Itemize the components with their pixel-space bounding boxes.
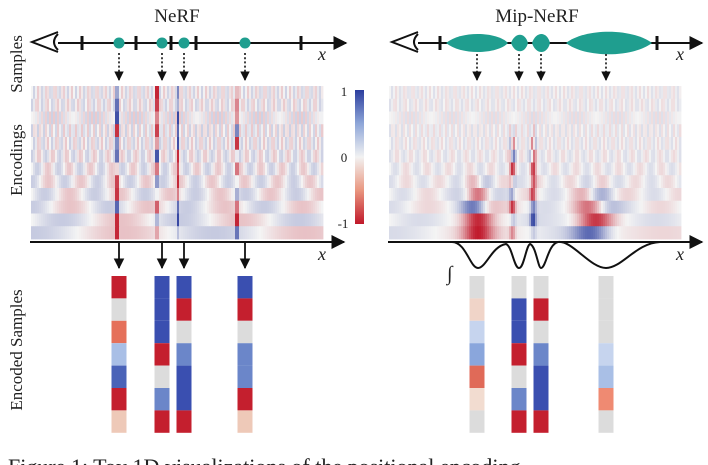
encoded-sample-cell	[598, 298, 614, 321]
integral-symbol: ∫	[445, 263, 454, 286]
encoded-sample-cell	[154, 365, 170, 388]
encoded-sample-cell	[511, 388, 527, 411]
encoded-sample-cell	[469, 388, 485, 411]
encoded-sample-cell	[154, 343, 170, 366]
encoded-sample-cell	[176, 343, 192, 366]
encoded-sample-cell	[154, 320, 170, 344]
encoded-sample-cell	[469, 410, 485, 433]
colorbar-min-label: -1	[338, 216, 349, 231]
encoded-sample-cell	[237, 343, 253, 366]
mipnerf-samples-axis: x	[389, 31, 704, 81]
conical-frustum-gaussian	[532, 34, 550, 52]
encoded-sample-cell	[154, 276, 170, 299]
mipnerf-title: Mip-NeRF	[495, 6, 578, 27]
sample-point	[156, 37, 168, 49]
encoded-sample-cell	[598, 343, 614, 366]
encoded-sample-cell	[237, 410, 253, 433]
encoded-sample-cell	[533, 365, 549, 388]
encoded-sample-cell	[237, 276, 253, 299]
encoded-sample-cell	[533, 276, 549, 299]
nerf-encodings-heatmap	[31, 86, 324, 240]
encoded-sample-cell	[598, 388, 614, 411]
sample-point	[178, 37, 190, 49]
encoded-sample-cell	[533, 388, 549, 411]
nerf-title: NeRF	[154, 6, 199, 27]
encoded-sample-cell	[176, 276, 192, 299]
mipnerf-top-axis-x-label: x	[675, 44, 684, 64]
encoded-sample-cell	[469, 276, 485, 299]
samples-row-label: Samples	[7, 35, 26, 93]
eye-icon	[29, 31, 59, 53]
encoded-sample-cell	[111, 298, 127, 321]
encoded-sample-cell	[533, 343, 549, 366]
encoded-samples-row-label: Encoded Samples	[7, 289, 26, 410]
encoded-sample-cell	[511, 410, 527, 433]
integration-weight-curve	[388, 240, 700, 270]
encoded-sample-cell	[111, 320, 127, 344]
conical-frustum-gaussian	[446, 33, 508, 53]
colorbar-mid-label: 0	[341, 150, 348, 165]
mipnerf-bottom-axis: x ∫	[388, 235, 704, 286]
encoded-sample-cell	[176, 365, 192, 388]
conical-frustum-gaussian	[566, 31, 652, 55]
encoded-sample-cell	[511, 320, 527, 344]
encoded-sample-cell	[598, 410, 614, 433]
encoded-sample-cell	[533, 298, 549, 321]
encoded-sample-cell	[154, 410, 170, 433]
encoded-sample-cell	[176, 410, 192, 433]
encoded-sample-cell	[598, 365, 614, 388]
encoded-sample-cell	[598, 320, 614, 344]
encoded-sample-cell	[176, 388, 192, 411]
nerf-bottom-axis: x	[30, 235, 346, 270]
nerf-top-axis-x-label: x	[317, 44, 326, 64]
encoded-sample-cell	[469, 365, 485, 388]
encoded-sample-cell	[111, 388, 127, 411]
conical-frustum-gaussian	[511, 34, 528, 52]
colorbar: 1 0 -1	[338, 84, 364, 231]
encoded-sample-cell	[511, 365, 527, 388]
encoded-sample-cell	[511, 298, 527, 321]
encoded-sample-cell	[111, 343, 127, 366]
encoded-sample-cell	[237, 320, 253, 344]
encodings-row-label: Encodings	[7, 124, 26, 196]
encoded-sample-cell	[511, 343, 527, 366]
mipnerf-encoded-samples	[469, 276, 614, 433]
mipnerf-encodings-heatmap	[389, 86, 682, 240]
encoded-sample-cell	[598, 276, 614, 299]
sample-point	[239, 37, 251, 49]
encoded-sample-cell	[111, 410, 127, 433]
mipnerf-bottom-axis-x-label: x	[675, 244, 684, 264]
encoded-sample-cell	[154, 298, 170, 321]
figure-caption: Figure 1: Toy 1D visualizations of the p…	[8, 454, 521, 465]
nerf-samples-axis: x	[29, 31, 348, 81]
encoded-sample-cell	[511, 276, 527, 299]
encoded-sample-cell	[176, 298, 192, 321]
encoded-sample-cell	[533, 320, 549, 344]
encoded-sample-cell	[237, 365, 253, 388]
nerf-bottom-axis-x-label: x	[317, 244, 326, 264]
eye-icon	[389, 31, 419, 53]
encoded-sample-cell	[533, 410, 549, 433]
encoded-sample-cell	[469, 343, 485, 366]
encoded-sample-cell	[469, 298, 485, 321]
encoded-sample-cell	[237, 298, 253, 321]
encoded-sample-cell	[111, 276, 127, 299]
sample-point	[113, 37, 125, 49]
encoded-sample-cell	[111, 365, 127, 388]
encoded-sample-cell	[176, 320, 192, 344]
colorbar-max-label: 1	[341, 84, 348, 99]
nerf-encoded-samples	[111, 276, 253, 433]
encoded-sample-cell	[237, 388, 253, 411]
encoded-sample-cell	[469, 320, 485, 344]
encoded-sample-cell	[154, 388, 170, 411]
